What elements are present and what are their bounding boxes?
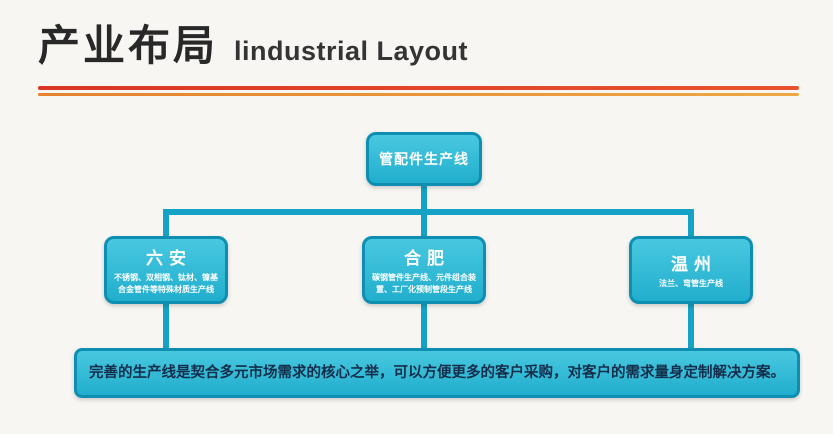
branch-node-hefei: 合肥 碳钢管件生产线、元件组合装置、工厂化预制管段生产线	[362, 236, 486, 304]
page-header: 产业布局 lindustrial Layout	[38, 12, 468, 73]
branch-city-name: 六安	[146, 249, 192, 269]
connector-root-vertical	[421, 185, 427, 213]
connector-stub-hefei	[421, 209, 427, 239]
branch-node-wenzhou: 温州 法兰、弯管生产线	[629, 236, 753, 304]
divider-line-orange	[38, 93, 799, 96]
branch-city-description: 碳钢管件生产线、元件组合装置、工厂化预制管段生产线	[372, 273, 476, 294]
root-node-pipe-fittings-line: 管配件生产线	[366, 132, 482, 186]
page-title-chinese: 产业布局	[38, 22, 219, 69]
branch-city-description: 不锈钢、双相钢、钛材、镍基合金管件等特殊材质生产线	[114, 273, 218, 294]
connector-stub-luan	[163, 209, 169, 239]
header-divider	[38, 86, 799, 96]
connector-drop-wenzhou	[688, 301, 694, 350]
branch-city-name: 合肥	[404, 249, 450, 269]
branch-city-description: 法兰、弯管生产线	[659, 279, 723, 289]
connector-stub-wenzhou	[688, 209, 694, 239]
summary-text: 完善的生产线是契合多元市场需求的核心之举，可以方便更多的客户采购，对客户的需求量…	[89, 364, 785, 381]
divider-line-red	[38, 86, 799, 90]
branch-node-luan: 六安 不锈钢、双相钢、钛材、镍基合金管件等特殊材质生产线	[104, 236, 228, 304]
connector-drop-luan	[163, 301, 169, 350]
root-node-label: 管配件生产线	[379, 151, 469, 167]
branch-city-name: 温州	[671, 255, 717, 275]
summary-box: 完善的生产线是契合多元市场需求的核心之举，可以方便更多的客户采购，对客户的需求量…	[74, 348, 800, 398]
connector-drop-hefei	[421, 301, 427, 350]
page-title-english: lindustrial Layout	[234, 36, 469, 66]
connector-horizontal-bar	[163, 209, 694, 215]
